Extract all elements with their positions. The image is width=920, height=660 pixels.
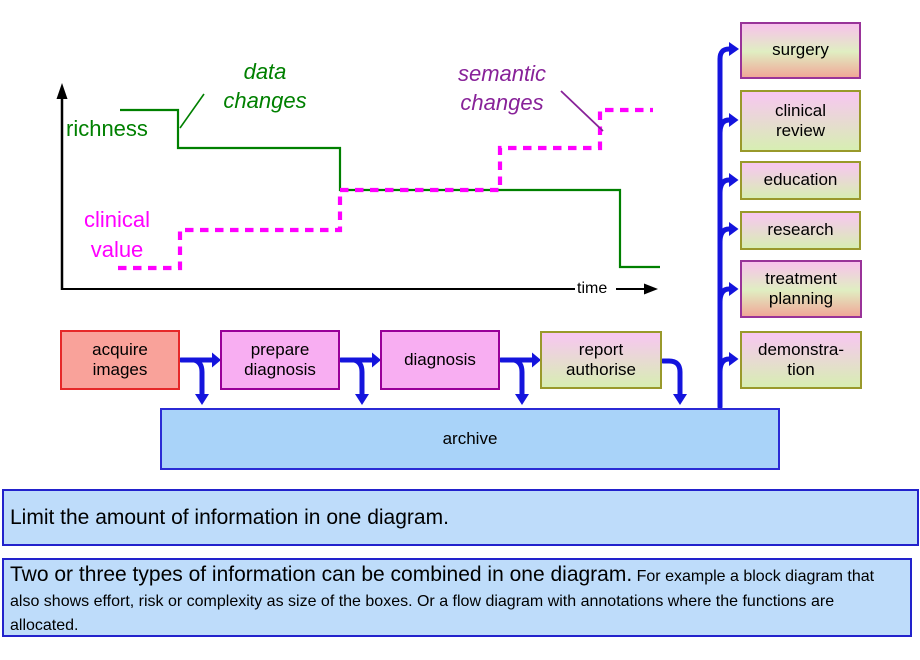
arrowhead-down-icon (355, 394, 369, 405)
note-combine-detail: For example a block diagram that also sh… (10, 568, 875, 635)
branch-education (717, 177, 732, 196)
archive-box: archive (160, 408, 780, 470)
arrowhead-right-icon (532, 352, 541, 368)
x-axis-arrowhead-icon (644, 283, 658, 295)
richness-line (120, 108, 660, 269)
note-limit-text: Limit the amount of information in one d… (10, 505, 449, 529)
note-combine-information: Two or three types of information can be… (2, 558, 912, 637)
flow-box-acquire-images: acquire images (60, 330, 180, 390)
arrowhead-right-icon (729, 173, 739, 187)
use-box-education: education (740, 161, 861, 200)
use-box-demonstration: demonstra- tion (740, 331, 862, 389)
branch-demonstration (717, 356, 732, 375)
note-combine-lead: Two or three types of information can be… (10, 563, 633, 586)
arrow-prepare-to-archive (351, 357, 365, 397)
data-changes-annotation: data changes (223, 59, 307, 113)
flow-box-prepare-diagnosis: prepare diagnosis (220, 330, 340, 390)
use-box-surgery: surgery (740, 22, 861, 79)
y-axis-arrowhead-icon (56, 83, 68, 99)
data-changes-callout-line (179, 93, 205, 129)
arrowhead-right-icon (729, 42, 739, 56)
richness-label: richness (66, 116, 148, 141)
arrowhead-right-icon (729, 282, 739, 296)
arrowhead-right-icon (729, 352, 739, 366)
flow-connectors (178, 46, 732, 410)
use-box-research: research (740, 211, 861, 250)
time-axis-label: time (577, 280, 608, 297)
use-box-clinical-review: clinical review (740, 90, 861, 152)
arrowhead-down-icon (673, 394, 687, 405)
arrowhead-right-icon (729, 113, 739, 127)
archive-to-uses-trunk-line (717, 46, 732, 410)
semantic-changes-annotation: semantic changes (457, 61, 547, 115)
branch-research (717, 226, 732, 245)
note-limit-information: Limit the amount of information in one d… (2, 489, 919, 546)
semantic-changes-callout-line (560, 90, 604, 132)
arrowhead-down-icon (515, 394, 529, 405)
arrowhead-right-icon (372, 352, 381, 368)
arrowhead-down-icon (195, 394, 209, 405)
arrow-diagnosis-to-archive (511, 357, 525, 397)
branch-treatment-planning (717, 286, 732, 305)
arrowhead-right-icon (729, 222, 739, 236)
arrowhead-right-icon (212, 352, 221, 368)
arrow-report-to-archive (660, 358, 683, 397)
arrow-acquire-to-archive (191, 357, 205, 397)
flow-arrowheads (195, 42, 739, 405)
clinical-value-label: clinical value (83, 207, 151, 262)
flow-box-report-authorise: report authorise (540, 331, 662, 389)
use-box-treatment-planning: treatment planning (740, 260, 862, 318)
branch-clinical-review (717, 117, 732, 136)
flow-box-diagnosis: diagnosis (380, 330, 500, 390)
